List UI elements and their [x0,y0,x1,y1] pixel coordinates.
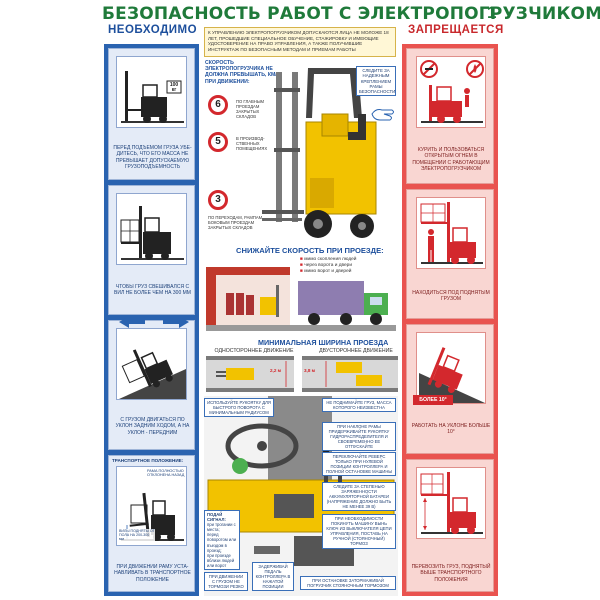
right-column-forbidden: КУРИТЬ И ПОЛЬЗОВАТЬСЯ ОТКРЫТЫМ ОГНЕМ В П… [402,44,498,596]
speed-label-5: В ПРОИЗВОД-СТВЕННЫХ ПОМЕЩЕНИЯХ [236,136,268,151]
panel-illustration [416,467,486,539]
slowdown-item: ■ через ворота и двери [300,263,353,268]
forklift-transport-icon [121,492,184,541]
speed-label-6: ПО ГЛАВНЫМ ПРОЕЗДАМ ЗАКРЫТЫХ СКЛАДОВ [236,99,265,119]
panel-illustration [416,332,486,404]
necessary-caption-weight: ПЕРЕД ПОДЪЕМОМ ГРУЗА УБЕ-ДИТЕСЬ, ЧТО ЕГО… [113,145,192,171]
cab-controls-illustration [204,396,398,596]
panel-illustration [416,56,486,128]
header-forbidden: ЗАПРЕЩАЕТСЯ [408,24,504,36]
no-smoking-forklift-icon [420,60,484,123]
note-unknown-mass: НЕ ПОДНИМАЙТЕ ГРУЗ, МАССА КОТОРОГО НЕИЗВ… [322,398,396,413]
under-raised-load-icon [420,202,483,264]
panel-illustration: 100 кг [116,56,187,128]
forklift-overhang-icon [120,206,184,260]
transport-tilt-note: РАМА ПОЛНОСТЬЮ ОТКЛОНЕНА НАЗАД [147,469,185,478]
note-controller-pedal: ЗАДЕРЖИВАЙ ПЕДАЛЬ КОНТРОЛЛЕРА В НАЖАТОЙ … [252,562,294,592]
slowdown-item: ■ мимо скопления людей [300,257,357,262]
signal-item: перед поворотом или въездом в проезд; [207,532,237,553]
speed-sign-5: 5 [208,132,228,152]
note-no-hard-brake: ПРИ ДВИЖЕНИИ С ГРУЗОМ НЕ ТОРМОЗИ РЕЗКО [204,572,248,592]
forbidden-caption-under-load: НАХОДИТЬСЯ ПОД ПОДНЯТЫМ ГРУЗОМ [412,290,490,303]
necessary-panel-slope: С ГРУЗОМ ДВИГАТЬСЯ ПО УКЛОН ЗАДНИМ ХОДОМ… [108,316,195,450]
panel-illustration [116,193,187,265]
panel-illustration: РАМА ПОЛНОСТЬЮ ОТКЛОНЕНА НАЗАД ВИЛЫ ПОДН… [116,466,187,546]
forbidden-caption-smoking: КУРИТЬ И ПОЛЬЗОВАТЬСЯ ОТКРЫТЫМ ОГНЕМ В П… [412,147,490,173]
one-way-dimension: 2,2 м [270,368,282,373]
passage-width-diagram [206,356,398,392]
necessary-caption-overhang: ЧТОБЫ ГРУЗ СВЕШИВАЛСЯ С ВИЛ НЕ БОЛЕЕ ЧЕМ… [114,284,191,297]
forbidden-caption-raised-transport: ПЕРЕВОЗИТЬ ГРУЗ, ПОДНЯТЫЙ ВЫШЕ ТРАНСПОРТ… [411,564,491,583]
transport-height-note: ВИЛЫ ПОДНЯТЫ ОТ ПОЛА НА 200-300 мм [119,529,155,542]
note-leaving-machine: ПРИ НЕОБХОДИМОСТИ ПОКИНУТЬ МАШИНУ ВЫНЬ К… [322,514,396,549]
necessary-panel-overhang: ЧТОБЫ ГРУЗ СВЕШИВАЛСЯ С ВИЛ НЕ БОЛЕЕ ЧЕМ… [108,185,195,315]
signal-item: при трогании с места; [207,522,236,533]
forbidden-panel-raised-transport: ПЕРЕВОЗИТЬ ГРУЗ, ПОДНЯТЫЙ ВЫШЕ ТРАНСПОРТ… [406,459,494,592]
slowdown-title: СНИЖАЙТЕ СКОРОСТЬ ПРИ ПРОЕЗДЕ: [236,246,384,255]
note-quick-turn: ИСПОЛЬЗУЙТЕ РУКОЯТКУ ДЛЯ БЫСТРОГО ПОВОРО… [204,398,274,418]
speed-sign-6: 6 [208,95,228,115]
forbidden-panel-smoking: КУРИТЬ И ПОЛЬЗОВАТЬСЯ ОТКРЫТЫМ ОГНЕМ В П… [406,48,494,184]
signal-title: ПОДАЙ СИГНАЛ: [207,512,226,523]
slowdown-list: ■ мимо скопления людей ■ через ворота и … [300,257,396,275]
note-signal: ПОДАЙ СИГНАЛ: при трогании с места; пере… [204,510,240,571]
signal-item: при проезде вблизи людей или ворот [207,552,235,568]
warehouse-loading-scene [206,267,396,331]
necessary-caption-transport: ПРИ ДВИЖЕНИИ РАМУ УСТА-НАВЛИВАТЬ В ТРАНС… [114,564,191,583]
panel-illustration [116,328,187,400]
frame-safety-callout: СЛЕДИТЕ ЗА НАДЕЖНЫМ КРЕПЛЕНИЕМ РАМЫ БЕЗО… [356,66,396,97]
note-tilt-lever: ПРИ НАКЛОНЕ РАМЫ ПРИДЕРЖИВАЙТЕ РУКОЯТКУ … [322,422,396,452]
hand-icon [371,109,394,121]
necessary-caption-slope: С ГРУЗОМ ДВИГАТЬСЯ ПО УКЛОН ЗАДНИМ ХОДОМ… [115,417,190,436]
note-battery-charge: СЛЕДИТЕ ЗА СТЕПЕНЬЮ ЗАРЯЖЕННОСТИ АККУМУЛ… [322,482,396,512]
note-reverse-switch: ПЕРЕКЛЮЧАЙТЕ РЕВЕРС ТОЛЬКО ПРИ НУЛЕВОЙ П… [322,452,396,477]
forbidden-caption-steep-slope: РАБОТАТЬ НА УКЛОНЕ БОЛЬШЕ 10° [411,423,491,436]
forbidden-panel-steep-slope: БОЛЕЕ 10° РАБОТАТЬ НА УКЛОНЕ БОЛЬШЕ 10° [406,324,494,454]
left-column-necessary: 100 кг ПЕРЕД ПОДЪЕМОМ ГРУЗА УБЕ-ДИТЕСЬ, … [104,44,199,596]
raised-load-transport-icon [420,472,483,534]
slope-limit-tag: БОЛЕЕ 10° [413,395,453,405]
forbidden-panel-under-load: НАХОДИТЬСЯ ПОД ПОДНЯТЫМ ГРУЗОМ [406,189,494,319]
header-necessary: НЕОБХОДИМО [108,24,198,36]
slowdown-item: ■ мимо ворот и дверей [300,269,352,274]
min-width-title: МИНИМАЛЬНАЯ ШИРИНА ПРОЕЗДА [258,338,389,347]
two-way-dimension: 3,8 м [304,368,316,373]
direction-arrows-icon [119,316,189,328]
forklift-weight-check-icon [121,71,184,123]
speed-label-3: ПО ПЕРЕХОДАМ, РАМПАМ, БОКОВЫМ ПРОЕЗДАМ З… [208,215,264,230]
intro-admission-text: К УПРАВЛЕНИЮ ЭЛЕКТРОПОГРУЗЧИКОМ ДОПУСКАЮ… [204,27,396,57]
note-parking-brake: ПРИ ОСТАНОВКЕ ЗАТОРМАЖИВАЙ ПОГРУЗЧИК СТО… [300,576,396,591]
two-way-label: ДВУСТОРОННЕЕ ДВИЖЕНИЕ [319,348,393,354]
forklift-slope-icon [119,349,186,399]
panel-illustration [416,197,486,269]
transport-inset-title: ТРАНСПОРТНОЕ ПОЛОЖЕНИЕ: [112,458,184,463]
necessary-panel-transport: ТРАНСПОРТНОЕ ПОЛОЖЕНИЕ: РАМА ПОЛНОСТЬЮ О… [108,455,195,592]
main-forklift-illustration [262,68,377,238]
poster-title: БЕЗОПАСНОСТЬ РАБОТ С ЭЛЕКТРОПОГРУЗЧИКОМ [102,4,600,24]
sheet-number: 1 [487,3,497,22]
weight-tag: 100 кг [169,82,179,93]
one-way-label: ОДНОСТОРОННЕЕ ДВИЖЕНИЕ [214,348,294,354]
speed-sign-3: 3 [208,190,228,210]
speed-heading: СКОРОСТЬ ЭЛЕКТРОПОГРУЗЧИКА НЕ ДОЛЖНА ПРЕ… [205,60,282,85]
necessary-panel-weight: 100 кг ПЕРЕД ПОДЪЕМОМ ГРУЗА УБЕ-ДИТЕСЬ, … [108,48,195,180]
